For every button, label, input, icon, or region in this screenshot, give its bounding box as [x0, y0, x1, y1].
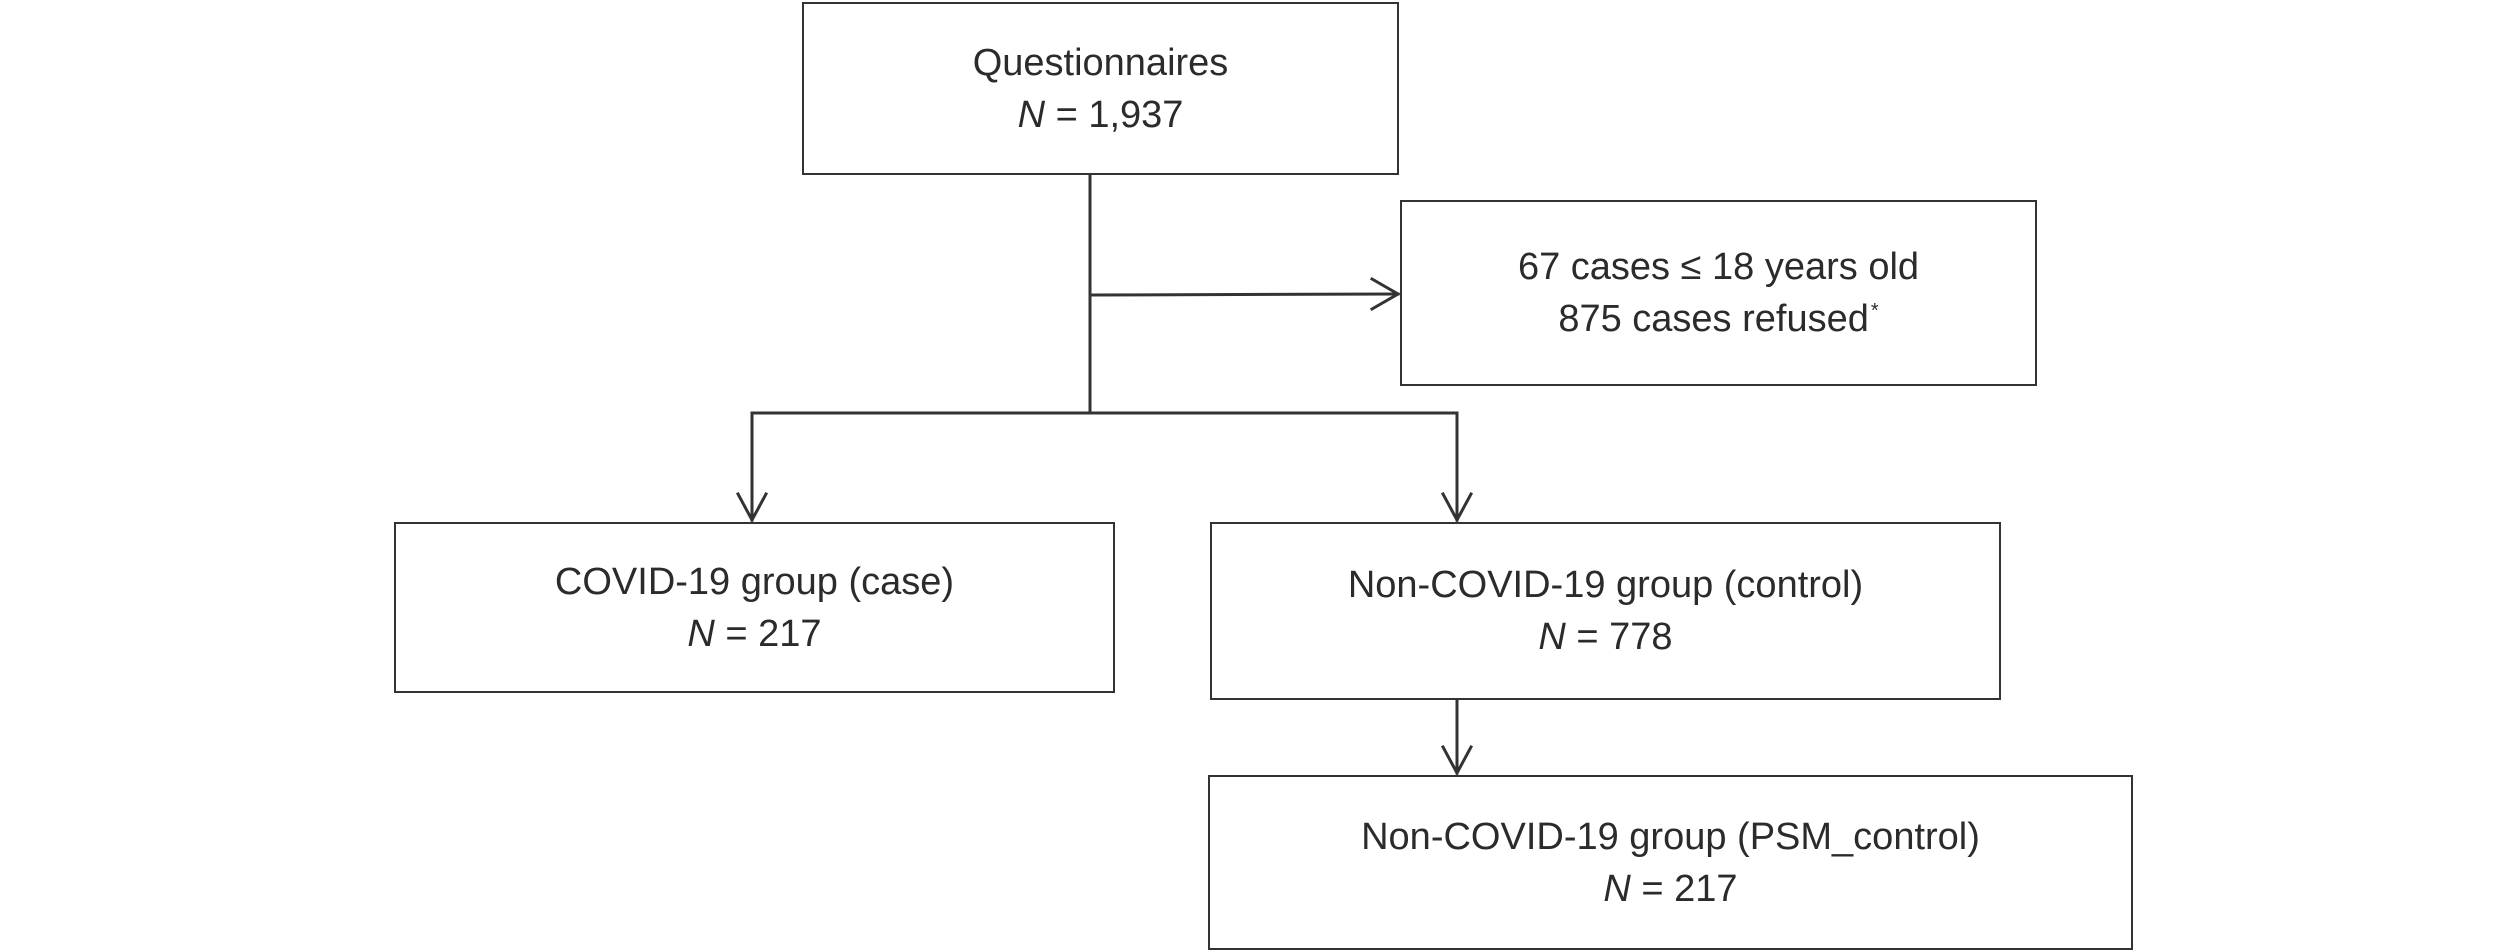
control-arrowhead	[1440, 491, 1474, 524]
psm-n-value: = 217	[1630, 867, 1738, 910]
questionnaires-label: Questionnaires	[972, 41, 1229, 84]
questionnaires-n-value: = 1,937	[1045, 93, 1184, 136]
case-arrowhead	[735, 491, 769, 524]
exclusion-age: 67 cases ≤ 18 years old	[1517, 246, 1920, 288]
questionnaires-box: Questionnaires N = 1,937	[802, 2, 1399, 175]
case-group-box: COVID-19 group (case) N = 217	[394, 522, 1115, 693]
footnote-mark: *	[1870, 300, 1879, 323]
case-group-label: COVID-19 group (case)	[554, 560, 955, 603]
case-group-count: N = 217	[687, 608, 821, 660]
exclusion-refused-text: 875 cases refused	[1558, 298, 1869, 340]
exclusion-connector	[1088, 292, 1400, 297]
questionnaires-count: N = 1,937	[1018, 89, 1184, 141]
exclusion-arrowhead	[1369, 276, 1402, 312]
psm-control-group-label: Non-COVID-19 group (PSM_control)	[1361, 815, 1980, 858]
exclusion-refused: 875 cases refused*	[1558, 293, 1878, 345]
control-group-label: Non-COVID-19 group (control)	[1347, 564, 1864, 606]
case-n-symbol: N	[687, 612, 715, 655]
psm-n-symbol: N	[1603, 867, 1631, 910]
psm-control-group-count: N = 217	[1603, 863, 1737, 915]
psm-arrowhead	[1440, 744, 1474, 777]
control-n-value: = 778	[1565, 616, 1673, 658]
control-n-symbol: N	[1538, 616, 1566, 658]
case-n-value: = 217	[714, 612, 822, 655]
psm-control-group-box: Non-COVID-19 group (PSM_control) N = 217	[1208, 775, 2133, 950]
control-group-box: Non-COVID-19 group (control) N = 778	[1210, 522, 2001, 700]
control-group-count: N = 778	[1538, 611, 1672, 663]
exclusions-box: 67 cases ≤ 18 years old 875 cases refuse…	[1400, 200, 2037, 386]
questionnaires-n-symbol: N	[1017, 93, 1046, 136]
